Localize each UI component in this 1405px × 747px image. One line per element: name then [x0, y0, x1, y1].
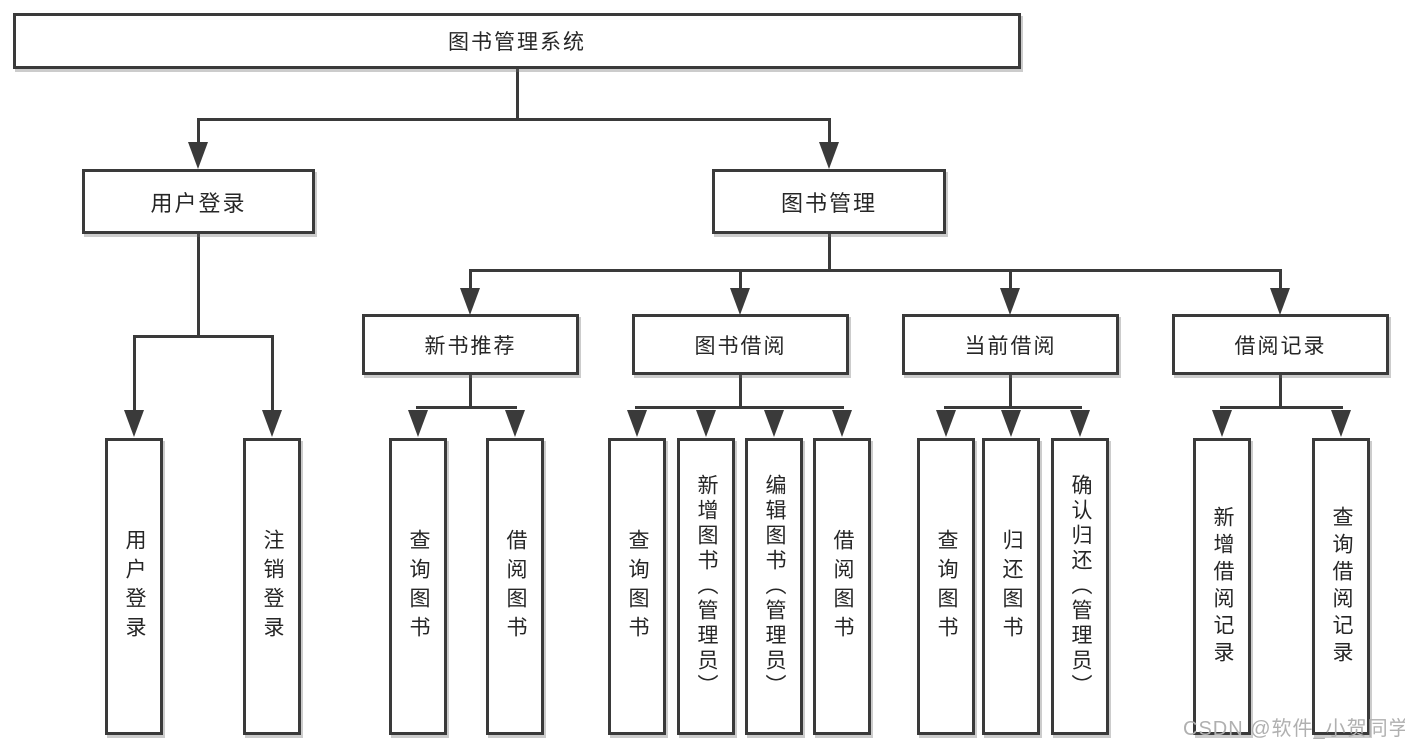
connector-leaf-stem — [271, 335, 274, 412]
connector-l3-stem — [1009, 269, 1012, 291]
node-new-book-recommend: 新书推荐 — [362, 314, 579, 375]
arrowhead-down — [819, 142, 839, 169]
arrowhead-down — [1331, 410, 1351, 437]
connector-leaf-stem — [133, 335, 136, 412]
arrowhead-down — [460, 288, 480, 315]
leaf-query-borrow-record: 查询借阅记录 — [1312, 438, 1370, 735]
connector-l3-stem — [469, 269, 472, 291]
connector-group-stem — [1279, 375, 1282, 408]
watermark: CSDN @软件_小贺同学 — [1183, 718, 1405, 740]
leaf-return-book: 归还图书 — [982, 438, 1040, 735]
leaf-query-books-borrow: 查询图书 — [608, 438, 666, 735]
node-user-login: 用户登录 — [82, 169, 315, 234]
leaf-add-book-admin: 新增图书（管理员） — [677, 438, 735, 735]
node-current-borrow: 当前借阅 — [902, 314, 1119, 375]
arrowhead-down — [832, 410, 852, 437]
connector-group-bar — [635, 406, 844, 409]
node-borrow-records: 借阅记录 — [1172, 314, 1389, 375]
arrowhead-down — [505, 410, 525, 437]
connector-book-mgmt-bar — [469, 269, 1282, 272]
connector-group-bar — [944, 406, 1082, 409]
arrowhead-down — [408, 410, 428, 437]
leaf-query-books-recommend: 查询图书 — [389, 438, 447, 735]
connector-user-login-stem — [197, 118, 200, 145]
leaf-edit-book-admin: 编辑图书（管理员） — [745, 438, 803, 735]
leaf-user-login: 用户登录 — [105, 438, 163, 735]
connector-root-stem — [516, 69, 519, 120]
connector-group-stem — [739, 375, 742, 408]
connector-root-bar — [197, 118, 831, 121]
leaf-add-borrow-record: 新增借阅记录 — [1193, 438, 1251, 735]
connector-book-mgmt-down — [828, 234, 831, 272]
node-book-management: 图书管理 — [712, 169, 946, 234]
arrowhead-down — [730, 288, 750, 315]
leaf-logout: 注销登录 — [243, 438, 301, 735]
arrowhead-down — [188, 142, 208, 169]
leaf-query-books-current: 查询图书 — [917, 438, 975, 735]
connector-group-stem — [1009, 375, 1012, 408]
connector-group-stem — [469, 375, 472, 408]
arrowhead-down — [124, 410, 144, 437]
connector-group-bar — [416, 406, 517, 409]
arrowhead-down — [1001, 410, 1021, 437]
leaf-borrow-books-recommend: 借阅图书 — [486, 438, 544, 735]
leaf-confirm-return-admin: 确认归还（管理员） — [1051, 438, 1109, 735]
arrowhead-down — [1070, 410, 1090, 437]
arrowhead-down — [936, 410, 956, 437]
connector-book-mgmt-stem — [828, 118, 831, 145]
leaf-borrow-books: 借阅图书 — [813, 438, 871, 735]
connector-group-bar — [1220, 406, 1343, 409]
arrowhead-down — [696, 410, 716, 437]
connector-l3-stem — [1279, 269, 1282, 291]
connector-user-login-bar — [133, 335, 274, 338]
node-book-borrow: 图书借阅 — [632, 314, 849, 375]
arrowhead-down — [1000, 288, 1020, 315]
arrowhead-down — [1212, 410, 1232, 437]
arrowhead-down — [1270, 288, 1290, 315]
connector-l3-stem — [739, 269, 742, 291]
arrowhead-down — [764, 410, 784, 437]
arrowhead-down — [262, 410, 282, 437]
node-root: 图书管理系统 — [13, 13, 1021, 69]
arrowhead-down — [627, 410, 647, 437]
connector-user-login-down — [197, 234, 200, 337]
